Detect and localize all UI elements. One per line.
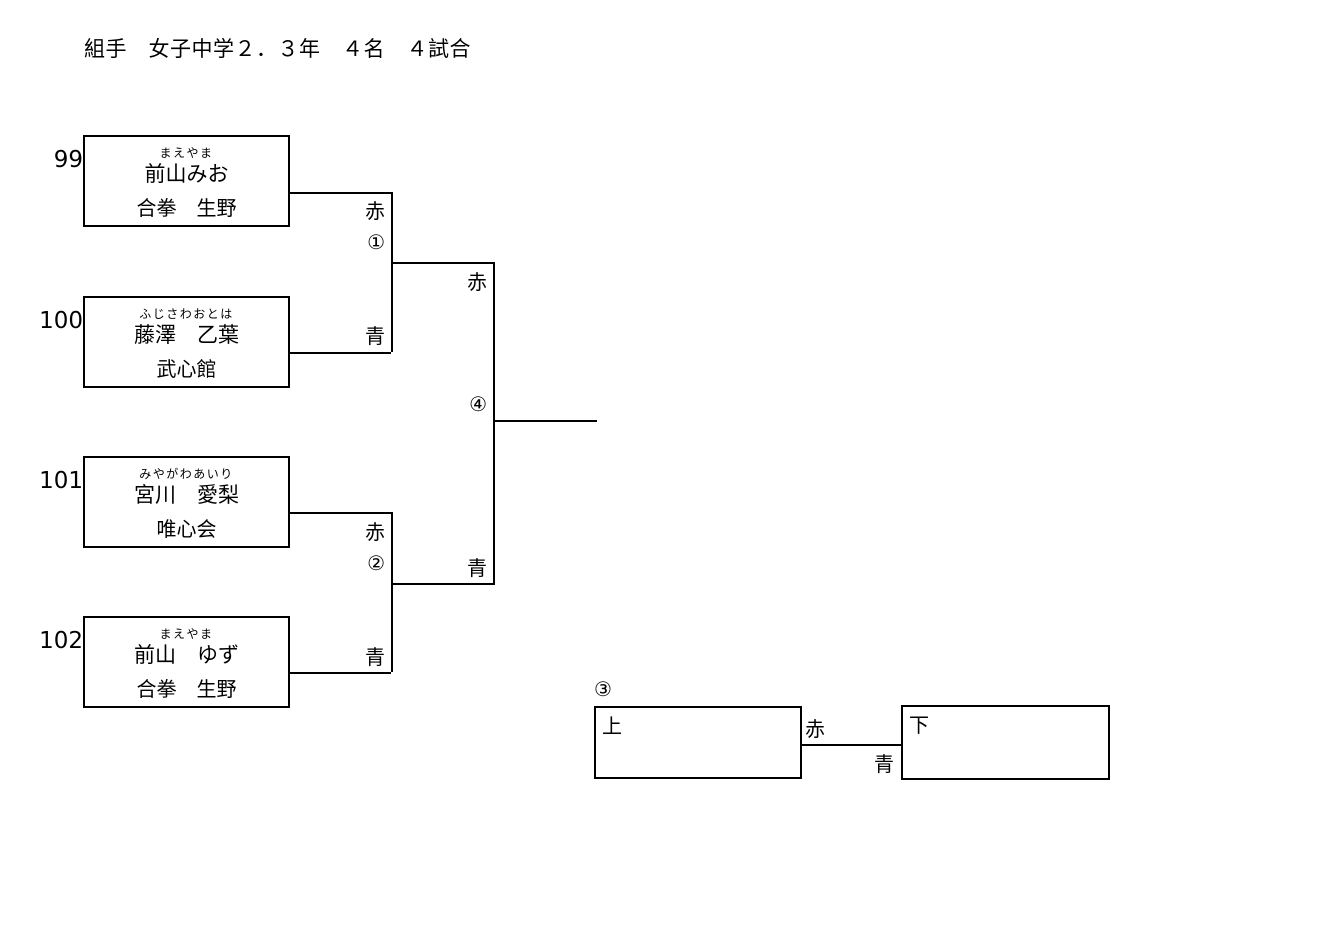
match-1-blue-label: 青: [365, 324, 385, 348]
match-2-red-label: 赤: [365, 520, 385, 544]
entry-furigana-101: みやがわあいり: [139, 467, 234, 481]
match-1-blue-connector: [290, 352, 391, 354]
bottom-match-upper-box[interactable]: 上: [594, 706, 802, 779]
bottom-match-number: ③: [594, 677, 612, 701]
bottom-match-lower-label: 下: [909, 713, 929, 737]
entry-number-102: 102: [39, 628, 83, 654]
entry-furigana-99: まえやま: [159, 146, 214, 160]
entry-box-99[interactable]: まえやま 前山みお 合拳 生野: [83, 135, 290, 227]
match-4-blue-label: 青: [467, 556, 487, 580]
match-2-number: ②: [367, 551, 385, 575]
match-1-number: ①: [367, 230, 385, 254]
entry-team-102: 合拳 生野: [136, 677, 237, 701]
entry-name-102: 前山 ゆず: [134, 643, 239, 667]
bottom-match-upper-label: 上: [602, 714, 622, 738]
match-1-red-connector: [290, 192, 391, 194]
bottom-match-blue-label: 青: [874, 752, 894, 776]
entry-box-102[interactable]: まえやま 前山 ゆず 合拳 生野: [83, 616, 290, 708]
entry-team-100: 武心館: [156, 357, 217, 381]
match-1-red-label: 赤: [365, 199, 385, 223]
entry-number-100: 100: [39, 308, 83, 334]
entry-name-100: 藤澤 乙葉: [134, 323, 239, 347]
entry-furigana-102: まえやま: [159, 627, 214, 641]
match-4-number: ④: [469, 392, 487, 416]
entry-name-99: 前山みお: [144, 162, 229, 186]
bottom-match-red-label: 赤: [805, 717, 825, 741]
match-2-red-connector: [290, 512, 391, 514]
match-4-vertical: [493, 262, 495, 583]
page-title: 組手 女子中学２．３年 ４名 ４試合: [84, 37, 471, 61]
entry-box-101[interactable]: みやがわあいり 宮川 愛梨 唯心会: [83, 456, 290, 548]
entry-box-100[interactable]: ふじさわおとは 藤澤 乙葉 武心館: [83, 296, 290, 388]
entry-number-99: 99: [53, 147, 83, 173]
champion-line: [493, 420, 597, 422]
entry-name-101: 宮川 愛梨: [134, 483, 239, 507]
bottom-match-connector: [802, 744, 903, 746]
match-4-blue-connector: [391, 583, 495, 585]
bottom-match-lower-box[interactable]: 下: [901, 705, 1110, 780]
match-1-vertical: [391, 192, 393, 352]
entry-number-101: 101: [39, 468, 83, 494]
match-2-blue-label: 青: [365, 645, 385, 669]
entry-team-101: 唯心会: [156, 517, 217, 541]
entry-team-99: 合拳 生野: [136, 196, 237, 220]
entry-furigana-100: ふじさわおとは: [139, 307, 234, 321]
match-2-vertical: [391, 512, 393, 672]
match-4-red-connector: [391, 262, 495, 264]
match-4-red-label: 赤: [467, 270, 487, 294]
match-2-blue-connector: [290, 672, 391, 674]
